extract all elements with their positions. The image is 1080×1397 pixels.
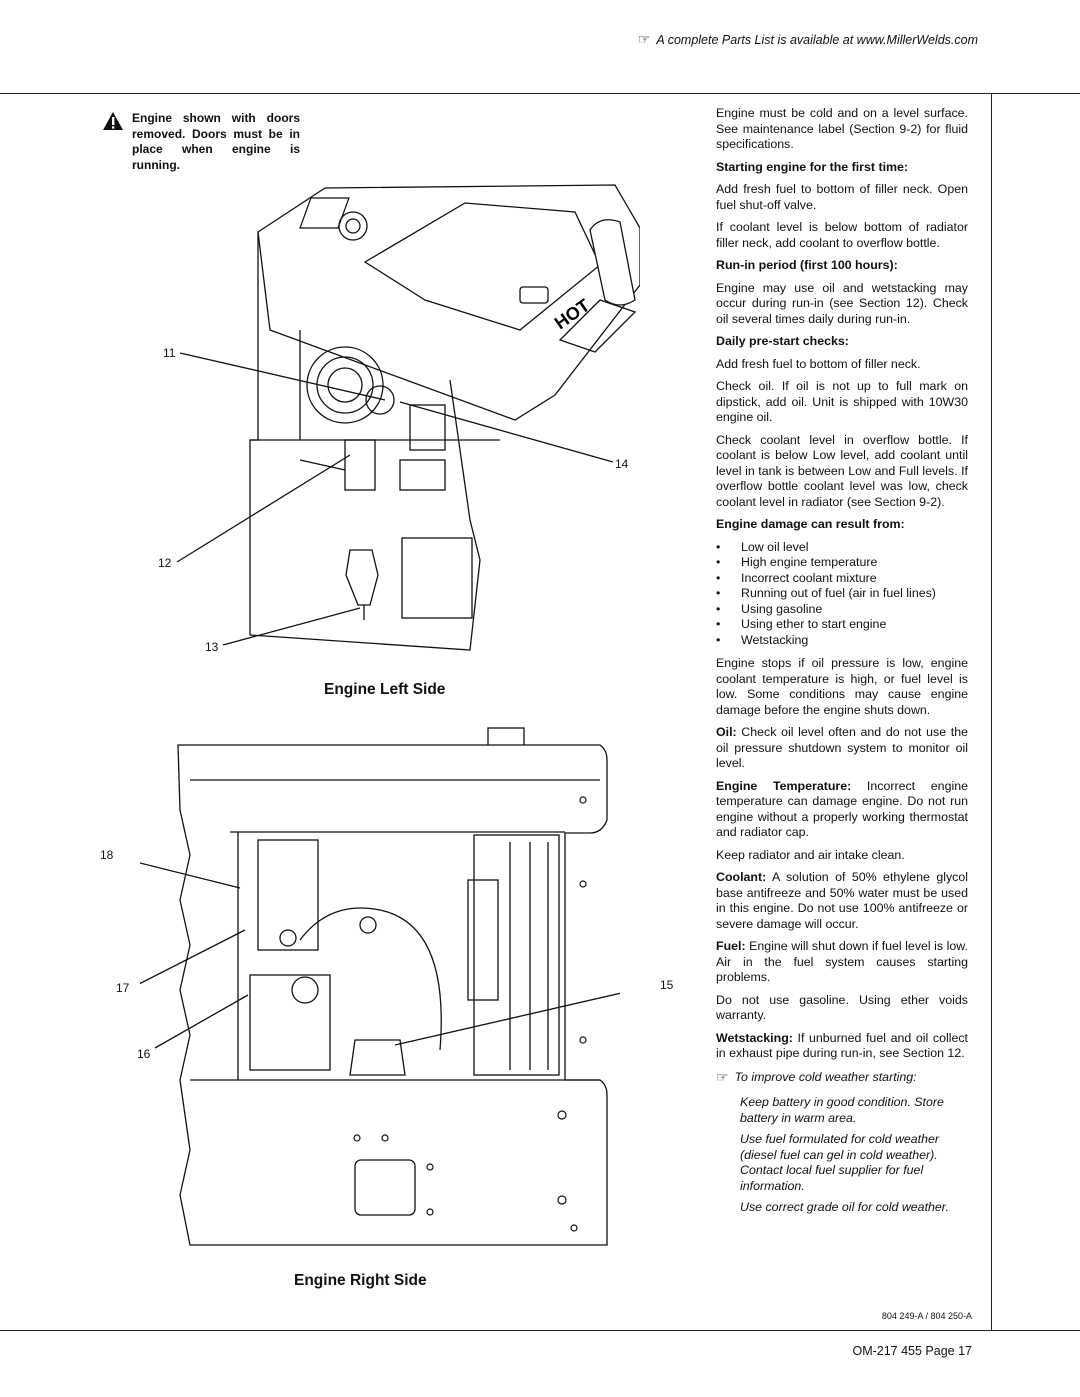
callout-16: 16 [137, 1047, 151, 1061]
temperature-text: Incorrect engine temperature can damage … [716, 778, 969, 840]
temperature-paragraph: Engine Temperature: Incorrect engine tem… [716, 779, 968, 841]
instructions-column: Engine must be cold and on a level surfa… [716, 106, 968, 1222]
runin-heading: Run-in period (first 100 hours): [716, 258, 898, 272]
wetstacking-text: If unburned fuel and oil collect in exha… [716, 1030, 968, 1061]
fuel-paragraph: Fuel: Engine will shut down if fuel leve… [716, 939, 968, 986]
wetstacking-lead: Wetstacking: [716, 1030, 793, 1045]
warning-block: Engine shown with doors removed. Doors m… [102, 111, 300, 173]
oil-text: Check oil level often and do not use the… [716, 725, 968, 770]
fuel-text: Engine will shut down if fuel level is l… [716, 939, 968, 984]
keep-clean-paragraph: Keep radiator and air intake clean. [716, 847, 905, 862]
header-rule [0, 93, 1080, 94]
parts-list-note: ☞ A complete Parts List is available at … [638, 31, 978, 48]
temperature-lead: Engine Temperature: [716, 778, 852, 793]
engine-left-side-illustration: HOT [176, 184, 640, 651]
callout-17: 17 [116, 981, 130, 995]
stops-paragraph: Engine stops if oil pressure is low, eng… [716, 656, 968, 717]
intro-paragraph: Engine must be cold and on a level surfa… [716, 106, 968, 151]
damage-heading: Engine damage can result from: [716, 517, 905, 531]
coolant-lead: Coolant: [716, 870, 767, 884]
pointing-hand-icon: ☞ [716, 1068, 729, 1085]
gasoline-paragraph: Do not use gasoline. Using ether voids w… [716, 992, 968, 1023]
list-item: Wetstacking [716, 633, 968, 649]
daily-heading: Daily pre-start checks: [716, 334, 849, 348]
list-item: Incorrect coolant mixture [716, 571, 968, 587]
cold-weather-item: Keep battery in good condition. Store ba… [740, 1095, 944, 1125]
list-item: Low oil level [716, 540, 968, 556]
list-item: High engine temperature [716, 555, 968, 571]
page-number: OM-217 455 Page 17 [852, 1344, 972, 1358]
callout-14: 14 [615, 457, 629, 471]
right-column-rule [991, 93, 992, 1330]
fuel-lead: Fuel: [716, 939, 746, 953]
callout-15: 15 [660, 978, 674, 992]
warning-icon [103, 112, 123, 130]
daily-paragraph-3: Check coolant level in overflow bottle. … [716, 432, 968, 509]
figure-caption-right: Engine Right Side [294, 1272, 427, 1289]
pointing-hand-icon: ☞ [637, 31, 651, 47]
parts-list-text: A complete Parts List is available at ww… [656, 32, 978, 47]
runin-paragraph: Engine may use oil and wetstacking may o… [716, 280, 968, 326]
engine-right-side-illustration [140, 727, 620, 1246]
cold-weather-note-text: To improve cold weather starting: [734, 1069, 917, 1084]
first-time-paragraph-2: If coolant level is below bottom of radi… [716, 220, 968, 250]
oil-paragraph: Oil: Check oil level often and do not us… [716, 725, 968, 772]
coolant-text: A solution of 50% ethylene glycol base a… [716, 870, 968, 931]
callout-12: 12 [158, 556, 172, 570]
callout-18: 18 [100, 848, 114, 862]
drawing-references: 804 249-A / 804 250-A [881, 1311, 972, 1321]
callout-11: 11 [163, 346, 176, 360]
callout-13: 13 [205, 640, 219, 654]
coolant-paragraph: Coolant: A solution of 50% ethylene glyc… [716, 870, 968, 932]
first-time-paragraph-1: Add fresh fuel to bottom of filler neck.… [716, 182, 968, 212]
list-item: Using gasoline [716, 602, 968, 618]
list-item: Running out of fuel (air in fuel lines) [716, 586, 968, 602]
cold-weather-item: Use fuel formulated for cold weather (di… [740, 1132, 940, 1193]
footer-rule [0, 1330, 1080, 1331]
damage-list: Low oil level High engine temperature In… [716, 540, 968, 649]
daily-paragraph-2: Check oil. If oil is not up to full mark… [716, 379, 968, 424]
list-item: Using ether to start engine [716, 617, 968, 633]
wetstacking-paragraph: Wetstacking: If unburned fuel and oil co… [716, 1031, 968, 1062]
daily-paragraph-1: Add fresh fuel to bottom of filler neck. [716, 356, 921, 371]
cold-weather-item: Use correct grade oil for cold weather. [740, 1200, 949, 1214]
oil-lead: Oil: [716, 725, 737, 739]
figure-caption-left: Engine Left Side [324, 681, 446, 698]
cold-weather-note: ☞ To improve cold weather starting: [716, 1068, 968, 1086]
first-time-heading: Starting engine for the first time: [716, 159, 909, 174]
warning-text: Engine shown with doors removed. Doors m… [132, 111, 300, 172]
